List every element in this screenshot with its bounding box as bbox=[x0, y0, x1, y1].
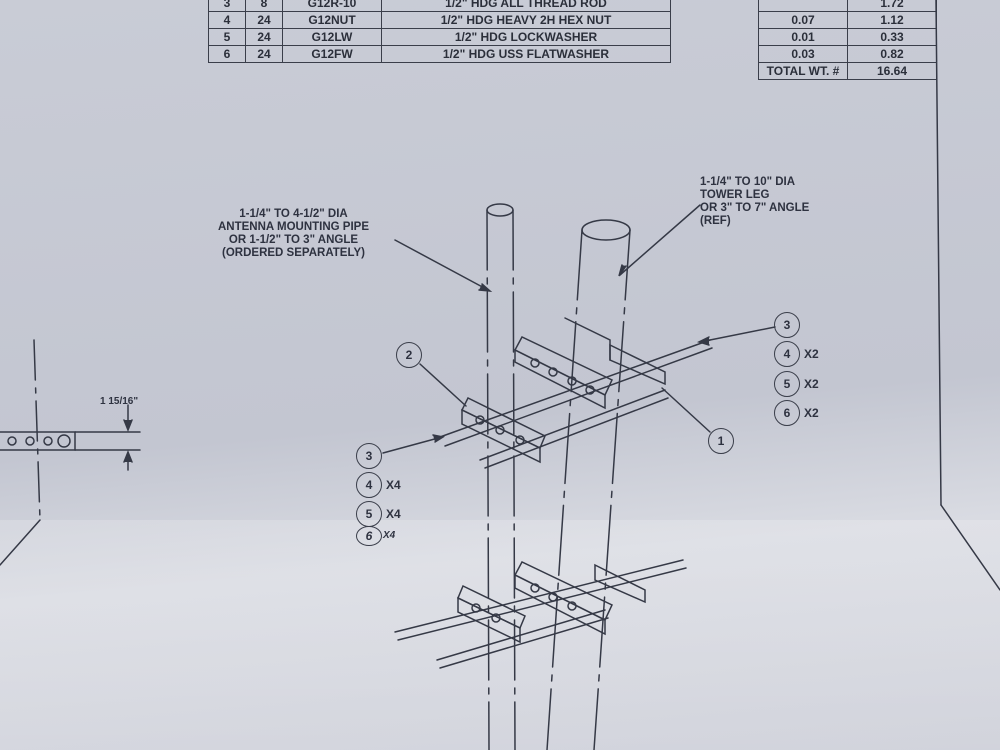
weight-table: 1.72 0.07 1.12 0.01 0.33 0.03 0.82 TOTAL… bbox=[758, 0, 937, 80]
table-row: TOTAL WT. # 16.64 bbox=[758, 62, 937, 80]
sheet-border-line bbox=[935, 0, 942, 506]
antenna-pipe bbox=[486, 203, 516, 750]
qty-label: X4 bbox=[383, 530, 396, 541]
table-row: 0.01 0.33 bbox=[758, 28, 937, 46]
tower-leg-callout: 1-1/4" TO 10" DIA TOWER LEG OR 3" TO 7" … bbox=[700, 176, 810, 227]
bom-item: 6 bbox=[208, 45, 246, 63]
item-balloon-3-left: 3 bbox=[356, 443, 382, 469]
item-balloon-1: 1 bbox=[708, 428, 734, 454]
leader-lines bbox=[382, 204, 776, 454]
item-balloon-4-right: 4 bbox=[774, 341, 800, 367]
total-weight: 0.82 bbox=[847, 45, 937, 63]
qty-label: X2 bbox=[804, 377, 819, 391]
bom-part-number: G12LW bbox=[282, 28, 382, 46]
item-balloon-6-left: 6 bbox=[356, 526, 382, 546]
qty-label: X2 bbox=[804, 406, 819, 420]
item-balloon-6-right: 6 bbox=[774, 400, 800, 426]
side-detail-view bbox=[0, 339, 141, 566]
tower-leg bbox=[546, 219, 631, 750]
bom-part-number: G12FW bbox=[282, 45, 382, 63]
paper-fold bbox=[0, 520, 1000, 750]
total-weight-value: 16.64 bbox=[847, 62, 937, 80]
total-weight-label: TOTAL WT. # bbox=[758, 62, 848, 80]
bill-of-materials-table: 3 8 G12R-10 1/2" HDG ALL THREAD ROD 4 24… bbox=[208, 0, 671, 63]
pipe-callout: 1-1/4" TO 4-1/2" DIA ANTENNA MOUNTING PI… bbox=[218, 208, 369, 259]
table-row: 4 24 G12NUT 1/2" HDG HEAVY 2H HEX NUT bbox=[208, 11, 671, 29]
item-balloon-3-right: 3 bbox=[774, 312, 800, 338]
table-row: 6 24 G12FW 1/2" HDG USS FLATWASHER bbox=[208, 45, 671, 63]
qty-label: X2 bbox=[804, 347, 819, 361]
item-balloon-5-left: 5 bbox=[356, 501, 382, 527]
qty-label: X4 bbox=[386, 478, 401, 492]
dimension-label: 1 15/16" bbox=[100, 396, 139, 407]
sheet-border-line bbox=[940, 504, 1000, 591]
item-balloon-2: 2 bbox=[396, 342, 422, 368]
table-row: 0.07 1.12 bbox=[758, 11, 937, 29]
lower-clamp-assembly bbox=[394, 559, 687, 669]
bom-description: 1/2" HDG HEAVY 2H HEX NUT bbox=[381, 11, 671, 29]
upper-clamp-assembly bbox=[439, 317, 713, 469]
item-balloon-5-right: 5 bbox=[774, 371, 800, 397]
bom-description: 1/2" HDG USS FLATWASHER bbox=[381, 45, 671, 63]
qty-label: X4 bbox=[386, 507, 401, 521]
item-balloon-4-left: 4 bbox=[356, 472, 382, 498]
bom-description: 1/2" HDG LOCKWASHER bbox=[381, 28, 671, 46]
bom-qty: 24 bbox=[245, 45, 283, 63]
table-row: 5 24 G12LW 1/2" HDG LOCKWASHER bbox=[208, 28, 671, 46]
table-row: 0.03 0.82 bbox=[758, 45, 937, 63]
